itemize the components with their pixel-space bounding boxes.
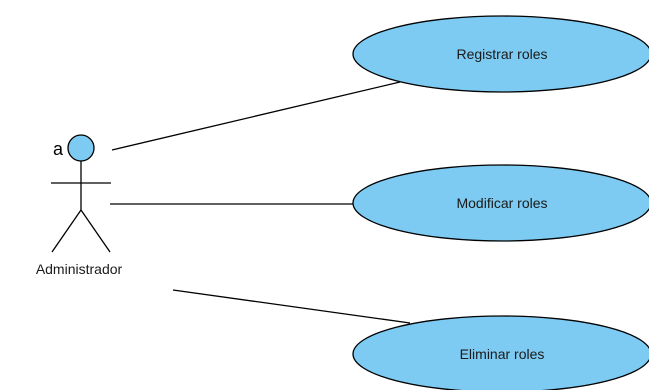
association-eliminar <box>172 289 411 324</box>
actor-head <box>67 134 95 162</box>
actor-mark: a <box>53 139 64 159</box>
actor-left-leg <box>51 209 82 253</box>
use-case-ellipse <box>352 15 649 93</box>
actor-administrador[interactable]: a Administrador <box>36 134 123 277</box>
use-case-registrar-roles[interactable]: Registrar roles <box>352 15 649 93</box>
use-case-label: Eliminar roles <box>460 346 545 362</box>
association-registrar <box>111 81 401 151</box>
actor-right-leg <box>80 209 111 253</box>
use-case-ellipse <box>352 315 649 390</box>
use-case-modificar-roles[interactable]: Modificar roles <box>352 164 649 242</box>
use-case-label: Modificar roles <box>456 195 547 211</box>
use-case-eliminar-roles[interactable]: Eliminar roles <box>352 315 649 390</box>
use-case-label: Registrar roles <box>456 46 547 62</box>
actor-name: Administrador <box>36 261 123 277</box>
use-case-ellipse <box>352 164 649 242</box>
